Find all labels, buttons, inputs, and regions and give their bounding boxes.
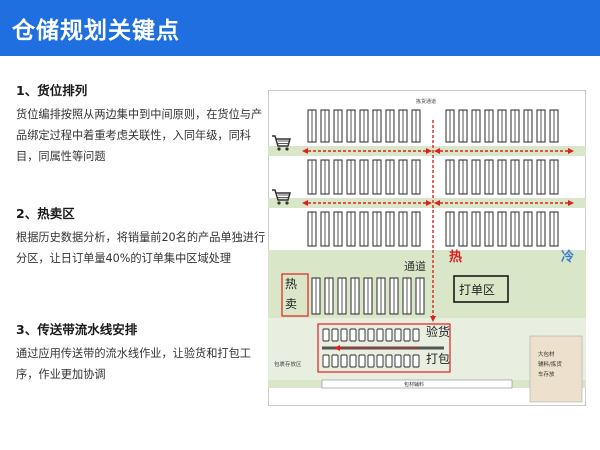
- section-body: 根据历史数据分析，将销量前20名的产品单独进行分区，让日订单量40%的订单集中区…: [16, 231, 266, 265]
- section-conveyor: 3、传送带流水线安排 通过应用传送带的流水线作业，让验货和打包工序，作业更加协调: [16, 319, 268, 385]
- conveyor-station: [385, 328, 393, 342]
- hot-zone-label-1: 热: [285, 277, 297, 291]
- conveyor-station: [322, 328, 330, 342]
- materials-label: 包材辅料: [404, 381, 424, 388]
- conveyor-station: [349, 328, 357, 342]
- shelf-groups: [307, 109, 559, 247]
- arrow-heads: [302, 148, 574, 322]
- conveyor-frame: [317, 323, 451, 373]
- hot-shelves: [311, 277, 425, 315]
- aisle-label: 通道: [404, 259, 426, 273]
- pack-label: 打包: [426, 352, 450, 366]
- section-body: 通过应用传送带的流水线作业，让验货和打包工序，作业更加协调: [16, 347, 251, 381]
- section-heading: 3、传送带流水线安排: [16, 322, 138, 337]
- conveyor-stations: [322, 328, 420, 368]
- hot-row-band: [268, 270, 586, 318]
- conveyor-station: [358, 354, 366, 368]
- materials-bar: [321, 379, 513, 389]
- section-heading: 2、热卖区: [16, 206, 75, 221]
- conveyor-station: [412, 354, 420, 368]
- conveyor-station: [412, 328, 420, 342]
- conveyor-station: [376, 328, 384, 342]
- hot-zone-frame: [281, 273, 309, 317]
- hot-label: 热: [449, 249, 462, 265]
- page-title: 仓储规划关键点: [12, 18, 180, 44]
- green-band: [268, 250, 586, 270]
- conveyor-station: [367, 354, 375, 368]
- warehouse-floor-plan: 拣货通道: [267, 89, 587, 407]
- package-store-label: 包裹存放区: [274, 360, 302, 368]
- conveyor-station: [331, 328, 339, 342]
- hot-zone-label-2: 卖: [285, 297, 297, 311]
- conveyor-station: [376, 354, 384, 368]
- bulk-materials-area: [529, 335, 583, 403]
- top-aisle-label: 拣货通道: [416, 98, 436, 105]
- conveyor-arrow: [334, 345, 340, 351]
- conveyor-station: [358, 328, 366, 342]
- conveyor-station: [385, 354, 393, 368]
- inspect-label: 验货: [426, 324, 450, 339]
- conveyor-station: [367, 328, 375, 342]
- conveyor-station: [403, 354, 411, 368]
- page-header: 仓储规划关键点: [0, 0, 600, 56]
- section-shelf-arrangement: 1、货位排列 货位编排按照从两边集中到中间原则，在货位与产品绑定过程中着重考虑关…: [16, 80, 268, 167]
- bulk-materials-label-2: 辅料/拣货: [538, 360, 562, 368]
- conveyor-station: [340, 354, 348, 368]
- conveyor-station: [403, 328, 411, 342]
- cold-label: 冷: [561, 249, 574, 265]
- section-body: 货位编排按照从两边集中到中间原则，在货位与产品绑定过程中着重考虑关联性，入同年级…: [16, 108, 263, 163]
- section-hot-zone: 2、热卖区 根据历史数据分析，将销量前20名的产品单独进行分区，让日订单量40%…: [16, 203, 268, 269]
- floor-plan-svg: 拣货通道: [267, 89, 587, 407]
- conveyor-station: [331, 354, 339, 368]
- cart-icon: [272, 135, 291, 151]
- section-heading: 1、货位排列: [16, 83, 88, 98]
- cart-icon: [272, 189, 291, 205]
- flow-arrows: [308, 120, 568, 316]
- conveyor-station: [340, 328, 348, 342]
- print-zone: [453, 275, 509, 303]
- print-zone-label: 打单区: [459, 283, 495, 297]
- bulk-materials-label-3: 车存放: [538, 370, 555, 378]
- bulk-materials-label-1: 大包材: [538, 350, 555, 358]
- conveyor-station: [394, 354, 402, 368]
- conveyor-station: [349, 354, 357, 368]
- conveyor-station: [322, 354, 330, 368]
- conveyor-station: [394, 328, 402, 342]
